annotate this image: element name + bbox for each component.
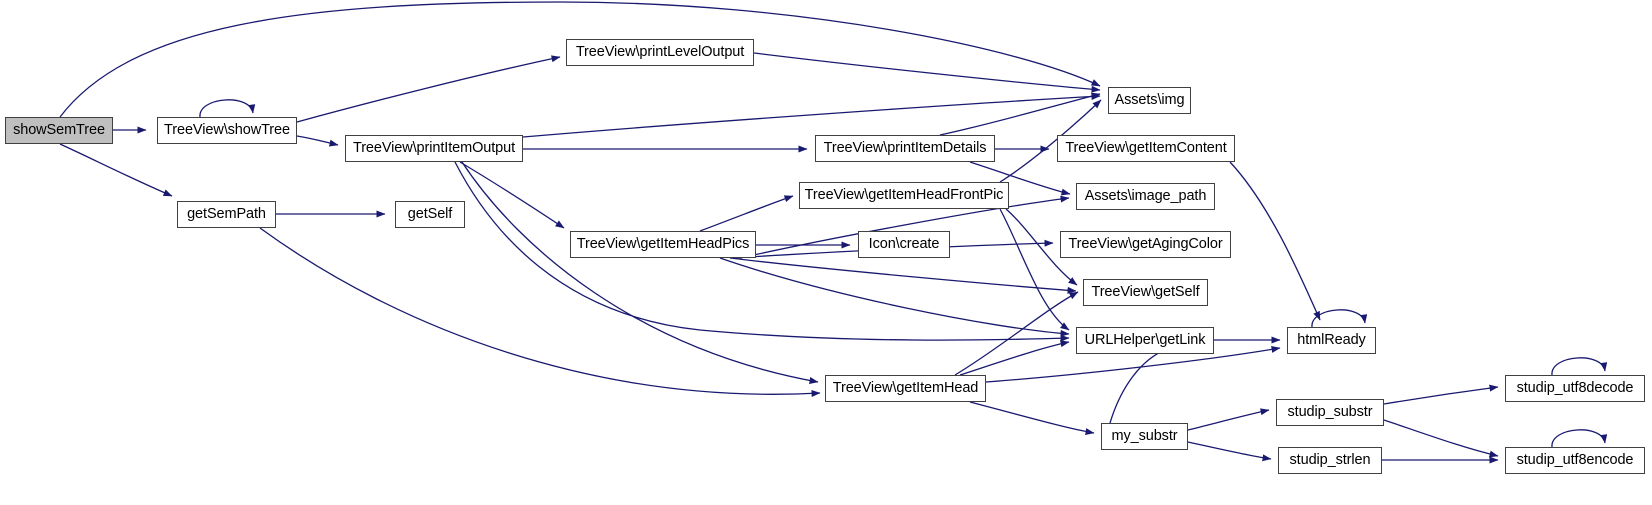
graph-node-Assets_img[interactable]: Assets\img xyxy=(1108,87,1191,114)
graph-node-TreeView_showTree[interactable]: TreeView\showTree xyxy=(157,117,297,144)
graph-node-label: TreeView\printItemDetails xyxy=(823,140,987,157)
graph-edge-TreeView_printItemOutput-to-URLHelper_getLink xyxy=(454,161,1070,342)
graph-edge-TreeView_showTree-to-TreeView_printLevelOutput xyxy=(296,55,561,123)
graph-edge-TreeView_printItemOutput-to-Assets_img xyxy=(522,92,1101,138)
graph-node-label: Icon\create xyxy=(868,236,940,253)
graph-edge-TreeView_showTree-to-TreeView_showTree xyxy=(199,99,256,118)
graph-node-studip_utf8encode[interactable]: studip_utf8encode xyxy=(1505,447,1645,474)
graph-node-studip_substr[interactable]: studip_substr xyxy=(1276,399,1384,426)
graph-node-label: URLHelper\getLink xyxy=(1084,332,1206,349)
graph-node-TreeView_getItemHead[interactable]: TreeView\getItemHead xyxy=(825,375,986,402)
graph-edge-TreeView_printItemDetails-to-Assets_image_path xyxy=(969,161,1071,196)
graph-edge-TreeView_printLevelOutput-to-Assets_img xyxy=(753,52,1101,93)
graph-edge-TreeView_getItemHead-to-my_substr xyxy=(969,401,1095,436)
graph-edge-my_substr-to-studip_strlen xyxy=(1187,441,1272,462)
graph-node-htmlReady[interactable]: htmlReady xyxy=(1287,327,1376,354)
graph-node-label: studip_utf8encode xyxy=(1516,452,1634,469)
graph-node-label: htmlReady xyxy=(1297,332,1366,349)
graph-node-getSemPath[interactable]: getSemPath xyxy=(177,201,276,228)
graph-edge-showSemTree-to-Assets_img xyxy=(59,1,1101,118)
graph-edge-studip_substr-to-studip_utf8decode xyxy=(1383,384,1499,405)
graph-node-TreeView_printItemOutput[interactable]: TreeView\printItemOutput xyxy=(345,135,523,162)
graph-edge-TreeView_getItemContent-to-htmlReady xyxy=(1229,161,1321,321)
graph-edge-getSemPath-to-TreeView_getItemHead xyxy=(259,227,821,397)
graph-node-URLHelper_getLink[interactable]: URLHelper\getLink xyxy=(1076,327,1214,354)
graph-edge-TreeView_getItemHeadPics-to-Assets_image_path xyxy=(739,195,1070,259)
graph-edge-studip_utf8encode-to-studip_utf8encode xyxy=(1551,429,1608,448)
graph-edge-TreeView_getItemHeadPics-to-TreeView_getSelf xyxy=(729,257,1077,294)
graph-node-label: showSemTree xyxy=(13,122,105,139)
graph-node-label: TreeView\showTree xyxy=(164,122,290,139)
graph-node-label: studip_strlen xyxy=(1289,452,1371,469)
graph-node-TreeView_getSelf[interactable]: TreeView\getSelf xyxy=(1083,279,1208,306)
graph-edge-TreeView_printItemOutput-to-TreeView_getItemHeadPics xyxy=(459,161,565,229)
graph-edge-TreeView_getItemHeadFrontPic-to-TreeView_getSelf xyxy=(1005,208,1078,286)
graph-node-TreeView_getItemHeadFrontPic[interactable]: TreeView\getItemHeadFrontPic xyxy=(799,182,1009,209)
graph-node-label: TreeView\getAgingColor xyxy=(1068,236,1223,253)
graph-edge-TreeView_getItemHead-to-htmlReady xyxy=(985,345,1281,383)
graph-node-label: TreeView\getItemContent xyxy=(1065,140,1227,157)
graph-edge-TreeView_getItemHeadPics-to-URLHelper_getLink xyxy=(719,257,1070,337)
graph-edge-TreeView_printItemOutput-to-TreeView_getItemHead xyxy=(461,161,819,384)
graph-node-TreeView_getItemHeadPics[interactable]: TreeView\getItemHeadPics xyxy=(570,231,756,258)
graph-node-label: TreeView\getSelf xyxy=(1091,284,1200,301)
graph-edge-TreeView_showTree-to-TreeView_printItemOutput xyxy=(296,135,339,147)
graph-node-TreeView_getItemContent[interactable]: TreeView\getItemContent xyxy=(1057,135,1235,162)
graph-node-studip_utf8decode[interactable]: studip_utf8decode xyxy=(1505,375,1645,402)
graph-node-label: studip_substr xyxy=(1287,404,1373,421)
graph-edge-showSemTree-to-getSemPath xyxy=(59,143,173,197)
graph-node-getSelf[interactable]: getSelf xyxy=(395,201,465,228)
graph-node-label: Assets\image_path xyxy=(1084,188,1207,205)
graph-edge-studip_utf8decode-to-studip_utf8decode xyxy=(1551,357,1608,376)
graph-node-label: TreeView\getItemHead xyxy=(832,380,979,397)
graph-edge-my_substr-to-studip_substr xyxy=(1187,408,1270,431)
graph-node-TreeView_printLevelOutput[interactable]: TreeView\printLevelOutput xyxy=(566,39,754,66)
graph-node-label: studip_utf8decode xyxy=(1516,380,1634,397)
graph-node-label: Assets\img xyxy=(1114,92,1185,109)
graph-edge-studip_substr-to-studip_utf8encode xyxy=(1383,419,1499,458)
graph-edge-TreeView_getItemHead-to-URLHelper_getLink xyxy=(959,340,1070,376)
graph-node-showSemTree[interactable]: showSemTree xyxy=(5,117,113,144)
graph-node-label: TreeView\getItemHeadFrontPic xyxy=(804,187,1004,204)
graph-node-studip_strlen[interactable]: studip_strlen xyxy=(1278,447,1382,474)
graph-node-label: my_substr xyxy=(1111,428,1178,445)
graph-edge-TreeView_printItemDetails-to-Assets_img xyxy=(939,92,1101,136)
graph-node-Assets_image_path[interactable]: Assets\image_path xyxy=(1076,183,1215,210)
graph-node-Icon_create[interactable]: Icon\create xyxy=(858,231,950,258)
graph-node-label: TreeView\getItemHeadPics xyxy=(576,236,750,253)
graph-edge-TreeView_getItemHeadFrontPic-to-Assets_img xyxy=(999,99,1102,183)
graph-node-TreeView_printItemDetails[interactable]: TreeView\printItemDetails xyxy=(815,135,995,162)
graph-node-label: TreeView\printItemOutput xyxy=(352,140,515,157)
graph-node-my_substr[interactable]: my_substr xyxy=(1101,423,1188,450)
graph-node-TreeView_getAgingColor[interactable]: TreeView\getAgingColor xyxy=(1060,231,1231,258)
graph-node-label: getSelf xyxy=(407,206,453,223)
graph-edge-TreeView_getItemHead-to-TreeView_getSelf xyxy=(954,291,1079,376)
graph-edge-htmlReady-to-htmlReady xyxy=(1311,309,1368,328)
graph-node-label: TreeView\printLevelOutput xyxy=(575,44,745,61)
graph-edge-TreeView_getItemHeadPics-to-TreeView_getItemHeadFrontPic xyxy=(699,195,794,232)
graph-edge-TreeView_getItemHeadFrontPic-to-URLHelper_getLink xyxy=(999,208,1070,331)
graph-node-label: getSemPath xyxy=(187,206,266,223)
